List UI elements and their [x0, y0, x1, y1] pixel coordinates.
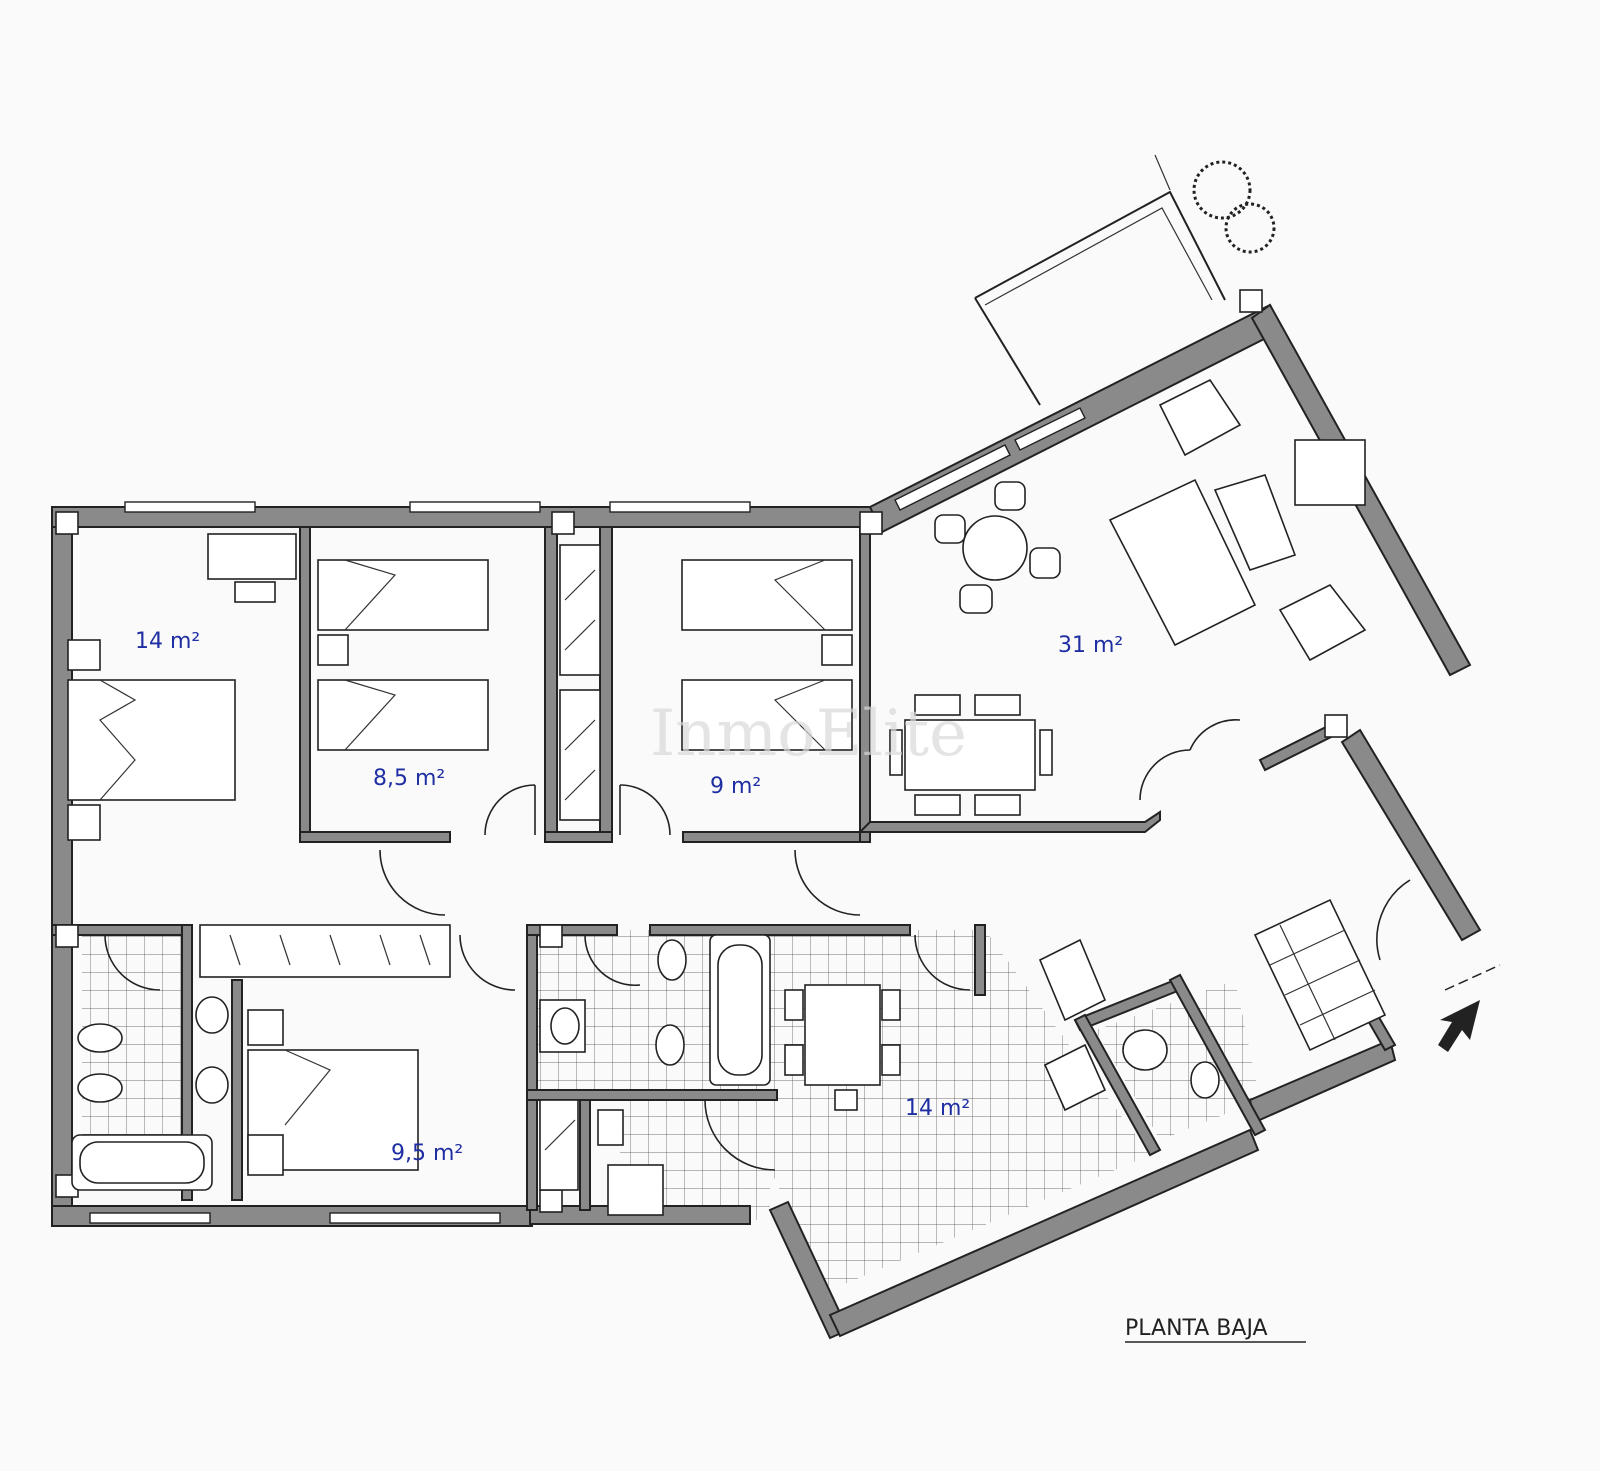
room-area-label: 9 m² — [710, 774, 761, 799]
plant-icon — [1192, 160, 1276, 254]
columns — [55, 289, 1348, 1213]
bathroom-2-fixtures — [539, 934, 771, 1086]
interior-walls — [51, 526, 1397, 1211]
room-area-label: 14 m² — [905, 1096, 970, 1121]
bathroom-1-fixtures — [71, 996, 229, 1191]
kitchen-furniture — [597, 938, 1107, 1216]
room-area-label: 31 m² — [1058, 633, 1123, 658]
doors — [104, 719, 1411, 1171]
watermark: InmoElite — [650, 697, 967, 771]
windows — [89, 407, 1086, 1224]
master-bedroom-furniture — [67, 533, 297, 841]
room-area-label: 14 m² — [135, 629, 200, 654]
toilet-entrance — [1122, 1029, 1220, 1099]
bedroom-2-furniture — [317, 559, 489, 751]
bedroom-4-furniture — [247, 1009, 419, 1176]
terrace — [974, 154, 1226, 406]
entrance-arrow-icon — [1438, 964, 1501, 1052]
wardrobes — [229, 544, 601, 1191]
living-room-furniture — [889, 378, 1367, 816]
room-area-label: 8,5 m² — [373, 766, 445, 791]
bedroom-3-furniture — [681, 559, 853, 751]
room-area-label: 9,5 m² — [391, 1141, 463, 1166]
plan-title: PLANTA BAJA — [1125, 1316, 1268, 1341]
stairs — [1253, 898, 1387, 1052]
